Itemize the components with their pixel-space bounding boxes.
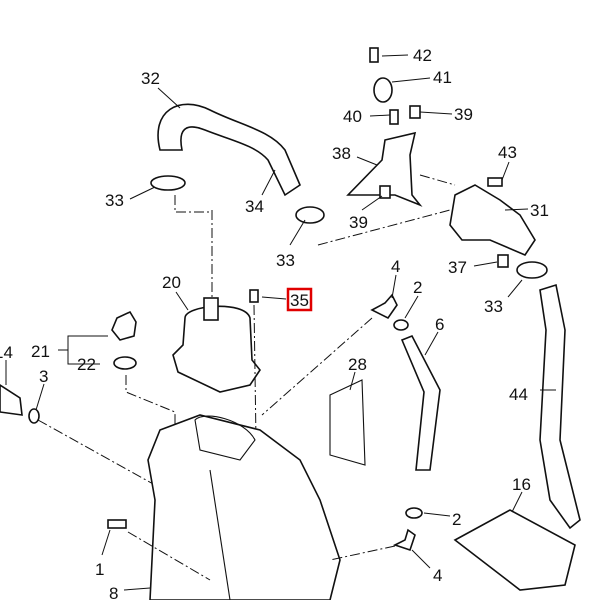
o-ring-22[interactable]: [113, 356, 137, 370]
label-43[interactable]: 43: [498, 143, 517, 162]
label-33-mid[interactable]: 33: [276, 251, 295, 270]
bolt-40[interactable]: [389, 109, 399, 125]
hose-32[interactable]: [157, 103, 301, 197]
label-33-right[interactable]: 33: [484, 297, 503, 316]
clamp-33-right[interactable]: [516, 261, 548, 279]
clamp-33-mid[interactable]: [295, 206, 325, 224]
label-44[interactable]: 44: [509, 385, 528, 404]
label-32[interactable]: 32: [141, 69, 160, 88]
label-35[interactable]: 35: [290, 291, 309, 310]
label-16[interactable]: 16: [512, 475, 531, 494]
label-8[interactable]: 8: [109, 584, 118, 600]
bolt-43[interactable]: [487, 177, 503, 187]
label-4-top[interactable]: 4: [391, 257, 400, 276]
label-31[interactable]: 31: [530, 201, 549, 220]
label-41[interactable]: 41: [433, 68, 452, 87]
nut-37[interactable]: [497, 254, 509, 268]
cover-20[interactable]: [172, 305, 261, 393]
label-39-bottom[interactable]: 39: [349, 213, 368, 232]
housing-8[interactable]: [147, 414, 341, 600]
gasket-28[interactable]: [329, 379, 366, 466]
label-22[interactable]: 22: [77, 355, 96, 374]
clamp-33-left[interactable]: [150, 175, 186, 191]
label-21[interactable]: 21: [31, 342, 50, 361]
label-38[interactable]: 38: [332, 144, 351, 163]
label-1[interactable]: 1: [95, 560, 104, 579]
plate-16[interactable]: [453, 509, 576, 591]
oil-cap-21[interactable]: [111, 310, 137, 341]
label-2-top[interactable]: 2: [413, 278, 422, 297]
clamp-41[interactable]: [373, 77, 393, 103]
label-40[interactable]: 40: [343, 107, 362, 126]
label-20[interactable]: 20: [162, 273, 181, 292]
bracket-38[interactable]: [346, 131, 423, 207]
label-42[interactable]: 42: [413, 46, 432, 65]
elbow-4-top[interactable]: [370, 293, 398, 320]
label-6[interactable]: 6: [435, 315, 444, 334]
nut-39-top[interactable]: [409, 105, 421, 119]
label-4-bottom[interactable]: 4: [433, 566, 442, 585]
washer-2-bottom[interactable]: [405, 507, 423, 519]
washer-2-top[interactable]: [393, 319, 409, 331]
bolt-35[interactable]: [249, 289, 259, 303]
cover-20-pipe: [203, 297, 219, 321]
hose-6[interactable]: [400, 334, 441, 471]
bolt-1[interactable]: [107, 519, 127, 529]
thermostat-housing-31[interactable]: [449, 184, 536, 256]
label-34[interactable]: 34: [245, 197, 264, 216]
label-2-bottom[interactable]: 2: [452, 510, 461, 529]
elbow-4-bottom[interactable]: [392, 528, 416, 552]
label-39-top[interactable]: 39: [454, 105, 473, 124]
bolt-42[interactable]: [369, 47, 379, 63]
label-14[interactable]: 14: [0, 343, 13, 362]
o-ring-3[interactable]: [28, 408, 40, 424]
nut-39-bottom[interactable]: [379, 185, 391, 199]
label-28[interactable]: 28: [348, 355, 367, 374]
pipe-14[interactable]: [0, 384, 23, 416]
label-3[interactable]: 3: [39, 367, 48, 386]
highlight-box-35: [286, 287, 313, 312]
label-33-left[interactable]: 33: [105, 191, 124, 210]
hose-44[interactable]: [539, 283, 581, 530]
label-37[interactable]: 37: [448, 258, 467, 277]
